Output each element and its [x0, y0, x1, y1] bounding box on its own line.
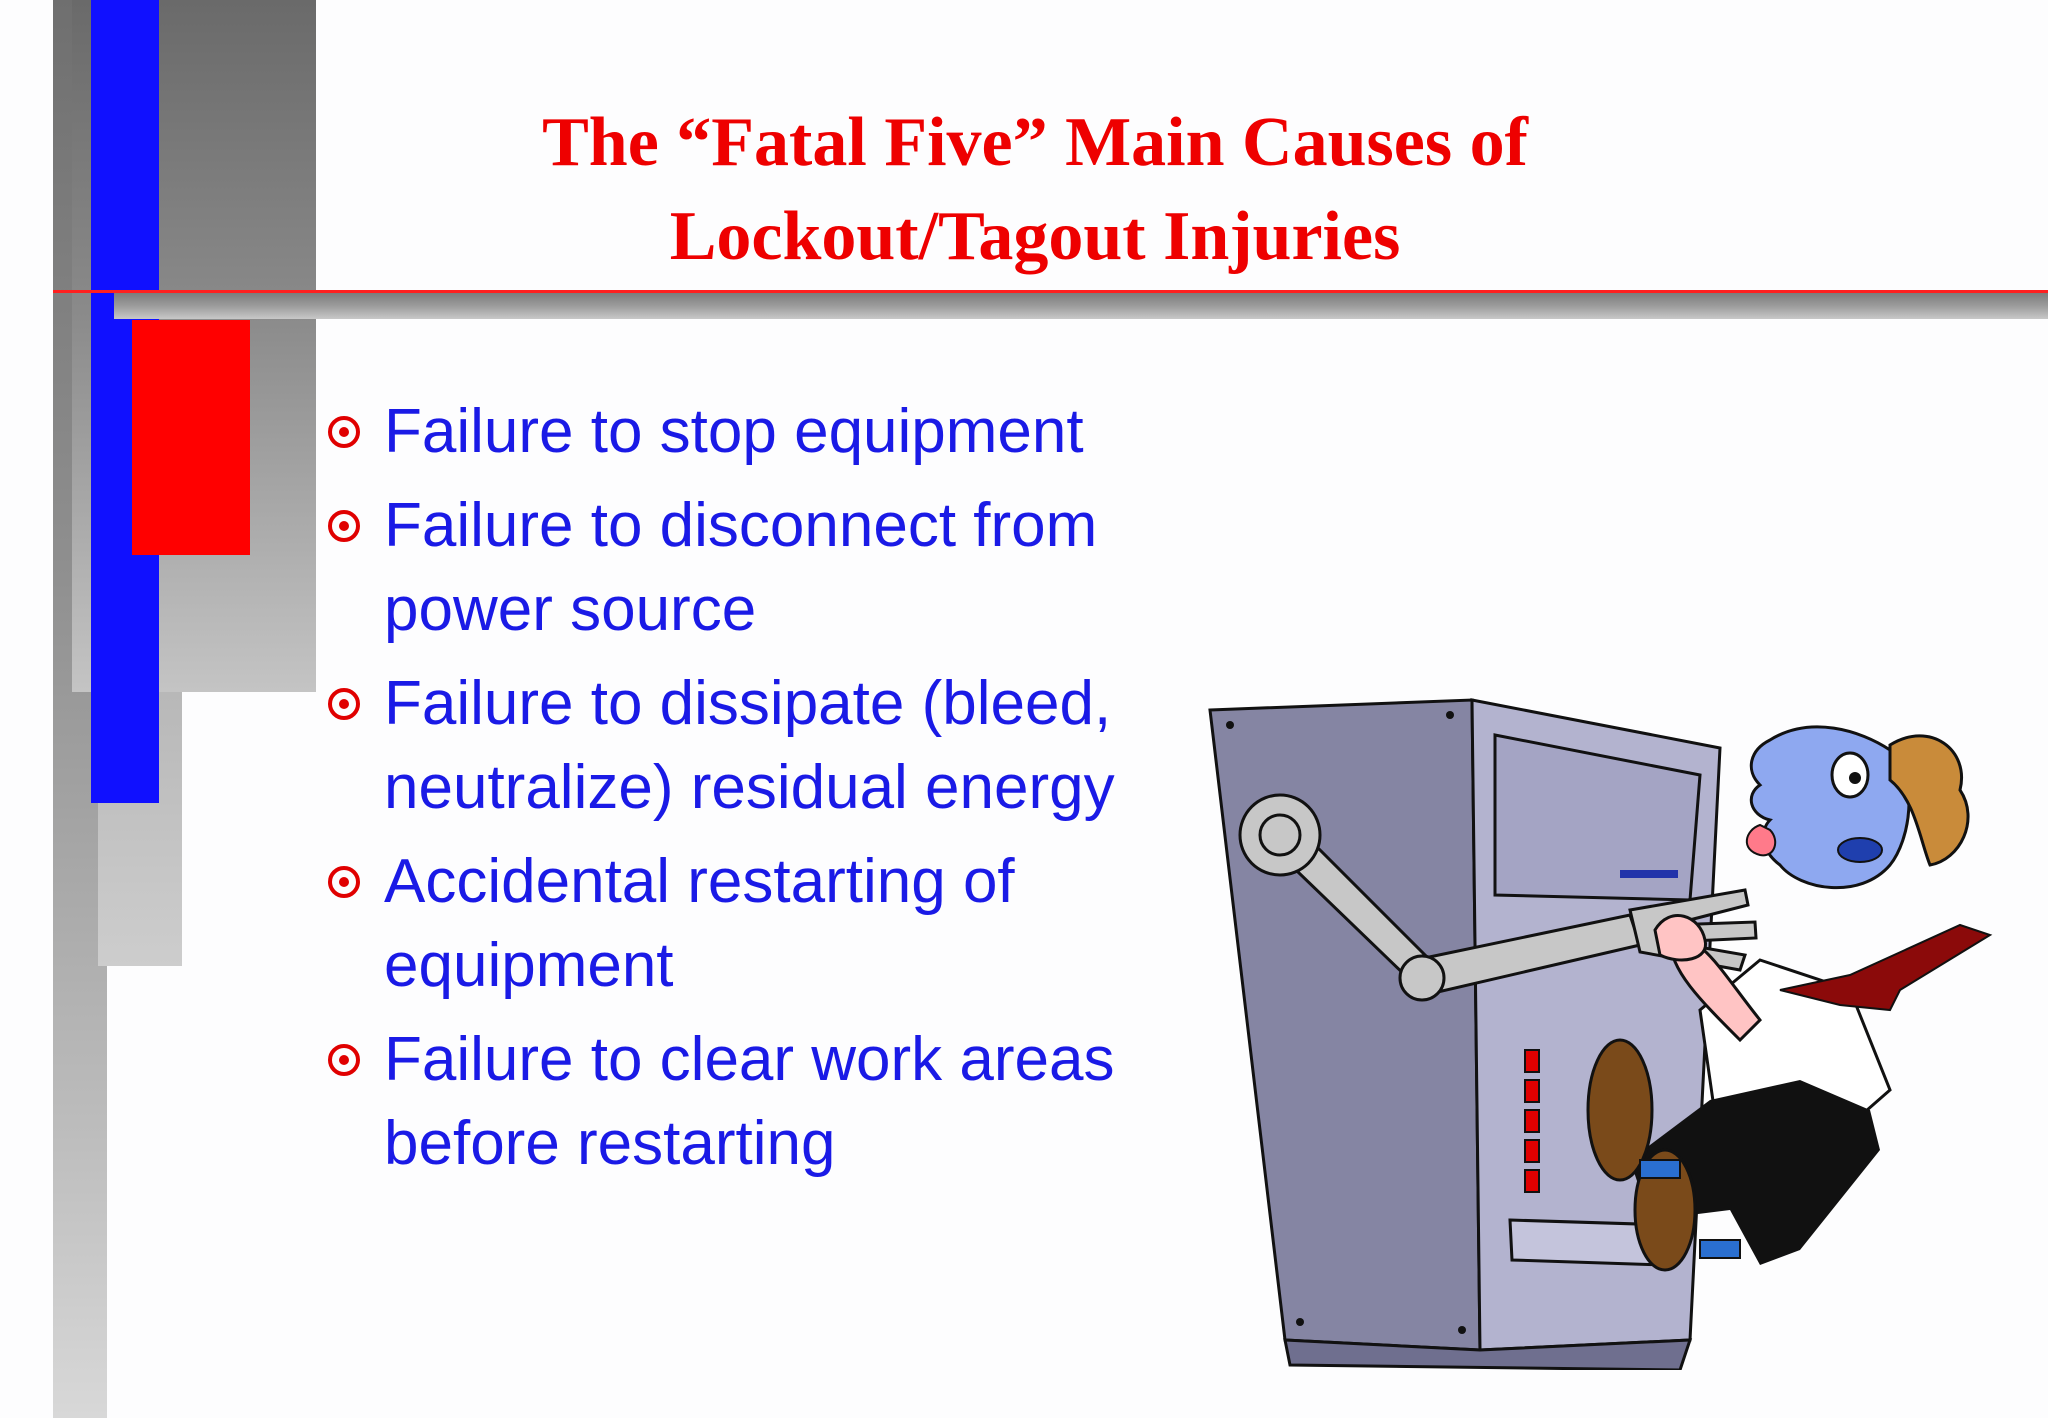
worker-pants — [1630, 1080, 1880, 1265]
screen-slot — [1620, 870, 1678, 878]
worker-sock — [1699, 1239, 1741, 1259]
arm-joint-inner — [1258, 813, 1302, 857]
machine-rivets — [1226, 711, 1466, 1334]
bullet-marker-icon — [328, 510, 360, 542]
bullet-text: Accidental restarting of — [384, 847, 1015, 916]
bullet-list: Failure to stop equipment Failure to dis… — [322, 390, 1242, 1196]
bullet-text: Failure to stop equipment — [384, 397, 1084, 466]
worker-shoe — [1633, 1148, 1697, 1272]
worker-sock — [1639, 1159, 1681, 1179]
bullet-text: Failure to disconnect from — [384, 491, 1098, 560]
title-rule-gray — [114, 293, 2048, 319]
bullet-text: Failure to dissipate (bleed, — [384, 669, 1112, 738]
machine-grabbing-worker-illustration — [1208, 698, 1993, 1370]
worker-hair — [1888, 734, 1970, 867]
bullet-item: Failure to disconnect from power source — [322, 484, 1242, 652]
slide-title: The “Fatal Five” Main Causes of Lockout/… — [330, 96, 1740, 284]
decor-red-block — [132, 320, 250, 555]
bullet-marker-icon — [328, 1044, 360, 1076]
bullet-text: before restarting — [384, 1109, 836, 1178]
worker-head — [1749, 725, 1911, 889]
bullet-marker-icon — [328, 866, 360, 898]
bullet-item: Failure to stop equipment — [322, 390, 1242, 474]
worker-tongue — [1745, 823, 1777, 857]
machine-front — [1208, 698, 1482, 1352]
indicator-lights — [1524, 1049, 1540, 1193]
title-rule-red — [53, 290, 2048, 293]
worker-ear — [1837, 837, 1883, 863]
bullet-item: Failure to dissipate (bleed, neutralize)… — [322, 662, 1242, 830]
bullet-text: neutralize) residual energy — [384, 753, 1115, 822]
bullet-item: Failure to clear work areas before resta… — [322, 1018, 1242, 1186]
title-line-1: The “Fatal Five” Main Causes of — [542, 104, 1528, 181]
bullet-marker-icon — [328, 416, 360, 448]
bullet-text: Failure to clear work areas — [384, 1025, 1115, 1094]
worker-pupil — [1849, 772, 1861, 784]
worker-hand — [1653, 914, 1707, 962]
title-line-2: Lockout/Tagout Injuries — [669, 198, 1401, 275]
worker-tie — [1779, 923, 1993, 1012]
worker-shoe — [1586, 1038, 1654, 1182]
bullet-marker-icon — [328, 688, 360, 720]
bullet-text: equipment — [384, 931, 674, 1000]
arm-elbow — [1398, 954, 1446, 1002]
bullet-item: Accidental restarting of equipment — [322, 840, 1242, 1008]
bullet-text: power source — [384, 575, 757, 644]
machine-base — [1283, 1338, 1693, 1370]
